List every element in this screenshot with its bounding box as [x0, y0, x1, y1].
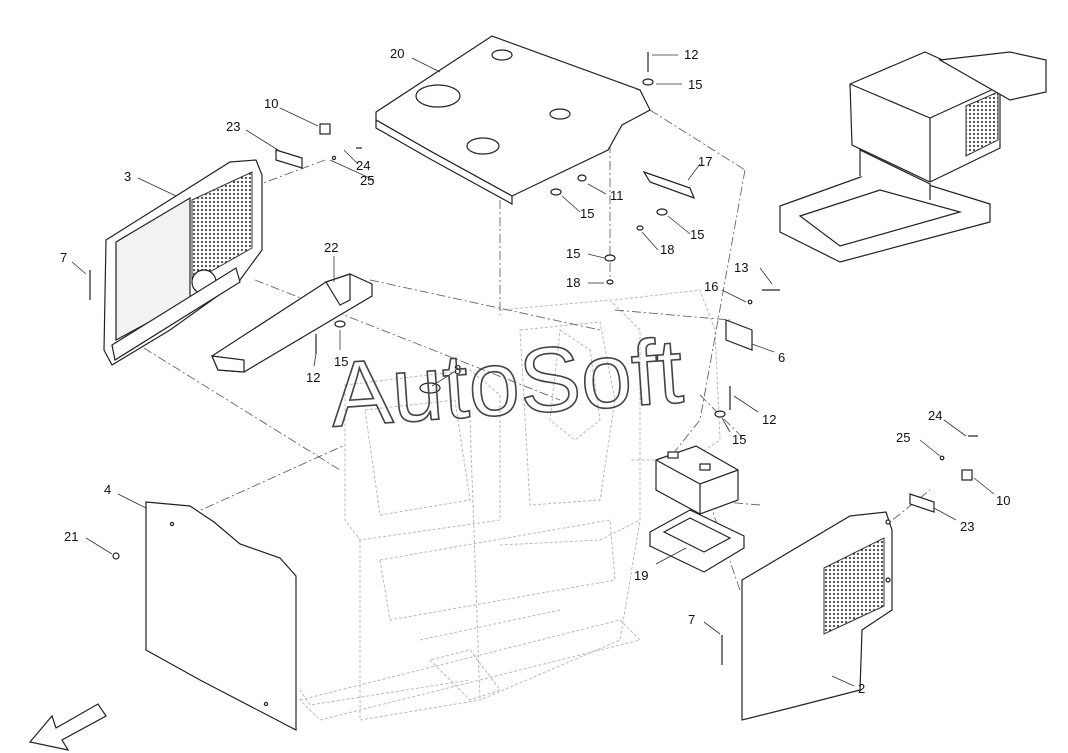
direction-arrow-icon: [28, 703, 107, 751]
callout-18: 18: [566, 275, 580, 290]
bracket-17: [642, 170, 696, 200]
callout-23: 23: [960, 519, 974, 534]
callout-18: 18: [660, 242, 674, 257]
callout-12: 12: [684, 47, 698, 62]
callout-15: 15: [334, 354, 348, 369]
hinge-23-right: [909, 493, 935, 513]
leader-lines: [71, 54, 995, 687]
lower-right-grille-panel: [741, 511, 893, 721]
callouts: 20 12 15 10 23 24 25 3 7 17 11 15 15 18 …: [60, 46, 1010, 696]
top-cover-plate: [375, 35, 651, 206]
callout-6: 6: [778, 350, 785, 365]
callout-10: 10: [264, 96, 278, 111]
battery: [655, 445, 739, 515]
chassis-frame-phantom: [299, 289, 721, 721]
callout-15: 15: [732, 432, 746, 447]
nut-10-right: [961, 469, 973, 481]
callout-15: 15: [690, 227, 704, 242]
assembled-view: [779, 51, 1047, 263]
callout-24: 24: [356, 158, 370, 173]
callout-17: 17: [698, 154, 712, 169]
callout-23: 23: [226, 119, 240, 134]
callout-25: 25: [360, 173, 374, 188]
watermark: AutoSoft: [327, 320, 686, 446]
plate-6: [725, 319, 753, 351]
battery-tray: [649, 509, 745, 573]
nut-10-left: [319, 123, 331, 135]
callout-7: 7: [60, 250, 67, 265]
support-beam: [211, 273, 373, 373]
callout-20: 20: [390, 46, 404, 61]
callout-25: 25: [896, 430, 910, 445]
callout-15: 15: [566, 246, 580, 261]
callout-15: 15: [688, 77, 702, 92]
hinge-23-left: [275, 149, 303, 169]
callout-7: 7: [688, 612, 695, 627]
callout-21: 21: [64, 529, 78, 544]
callout-22: 22: [324, 240, 338, 255]
left-grille-panel: [103, 159, 263, 366]
callout-12: 12: [762, 412, 776, 427]
lower-left-panel: [145, 501, 297, 731]
callout-24: 24: [928, 408, 942, 423]
callout-10: 10: [996, 493, 1010, 508]
callout-13: 13: [734, 260, 748, 275]
callout-3: 3: [124, 169, 131, 184]
hardware: [89, 52, 978, 665]
callout-11: 11: [610, 188, 624, 203]
callout-15: 15: [580, 206, 594, 221]
callout-19: 19: [634, 568, 648, 583]
callout-12: 12: [306, 370, 320, 385]
callout-16: 16: [704, 279, 718, 294]
callout-4: 4: [104, 482, 111, 497]
callout-8: 8: [454, 362, 461, 377]
callout-2: 2: [858, 681, 865, 696]
